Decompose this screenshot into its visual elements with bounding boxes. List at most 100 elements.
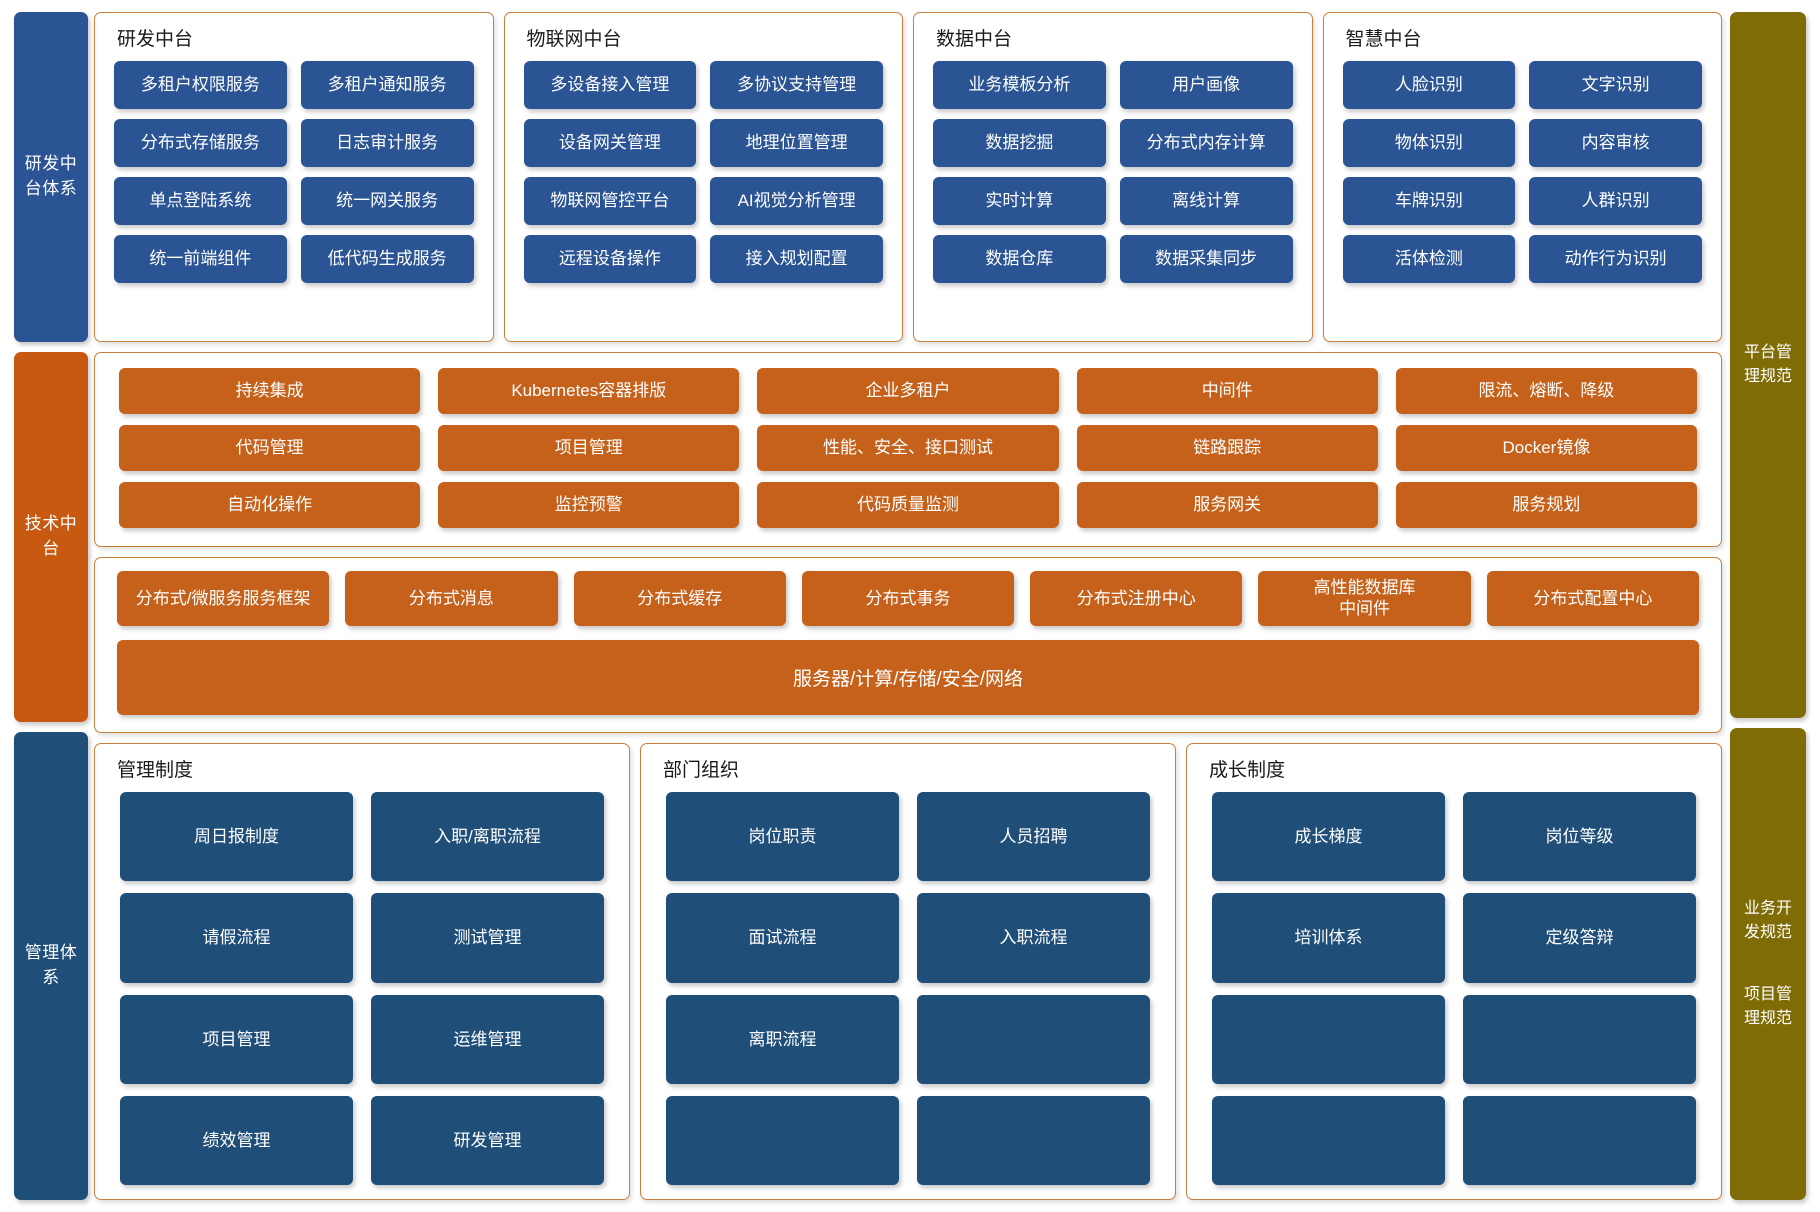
tile-tech-5[interactable]: 代码管理 bbox=[119, 425, 421, 471]
tile-tech-1[interactable]: Kubernetes容器排版 bbox=[438, 368, 740, 414]
tile-iot-5[interactable]: AI视觉分析管理 bbox=[710, 177, 883, 225]
tile-growth-4[interactable] bbox=[1212, 994, 1445, 1084]
tile-dist-4[interactable]: 分布式注册中心 bbox=[1030, 571, 1243, 626]
tile-growth-1[interactable]: 岗位等级 bbox=[1463, 792, 1696, 882]
tile-rd-2[interactable]: 分布式存储服务 bbox=[114, 119, 287, 167]
tile-rd-7[interactable]: 低代码生成服务 bbox=[300, 235, 474, 283]
right-rail: 平台管 理规范 业务开 发规范 项目管 理规范 bbox=[1724, 8, 1812, 1204]
rail-platform-management-spec[interactable]: 平台管 理规范 bbox=[1730, 12, 1806, 718]
tile-tech-9[interactable]: Docker镜像 bbox=[1395, 425, 1697, 471]
tile-growth-5[interactable] bbox=[1463, 994, 1696, 1084]
tile-dist-5[interactable]: 高性能数据库 中间件 bbox=[1258, 571, 1471, 626]
tile-tech-6[interactable]: 项目管理 bbox=[438, 425, 740, 471]
tile-dept-7[interactable] bbox=[917, 1095, 1150, 1185]
tile-iot-0[interactable]: 多设备接入管理 bbox=[523, 61, 697, 109]
tile-growth-3[interactable]: 定级答辩 bbox=[1463, 893, 1696, 983]
panel-department-org: 部门组织 岗位职责 人员招聘 面试流程 入职流程 离职流程 bbox=[640, 743, 1176, 1200]
tile-mgmt-6[interactable]: 绩效管理 bbox=[120, 1095, 353, 1185]
tile-dept-2[interactable]: 面试流程 bbox=[666, 893, 899, 983]
tile-rd-3[interactable]: 日志审计服务 bbox=[300, 119, 474, 167]
tile-iot-4[interactable]: 物联网管控平台 bbox=[523, 177, 697, 225]
distributed-grid: 分布式/微服务服务框架 分布式消息 分布式缓存 分布式事务 分布式注册中心 高性… bbox=[105, 571, 1711, 626]
tile-tech-0[interactable]: 持续集成 bbox=[119, 368, 421, 414]
tile-data-5[interactable]: 离线计算 bbox=[1119, 177, 1293, 225]
tile-ai-7[interactable]: 动作行为识别 bbox=[1529, 235, 1702, 283]
tile-ai-3[interactable]: 内容审核 bbox=[1529, 119, 1702, 167]
tile-tech-10[interactable]: 自动化操作 bbox=[119, 482, 421, 528]
tile-rd-0[interactable]: 多租户权限服务 bbox=[114, 61, 287, 109]
tile-growth-2[interactable]: 培训体系 bbox=[1212, 893, 1445, 983]
tile-mgmt-1[interactable]: 入职/离职流程 bbox=[371, 792, 604, 882]
tile-growth-7[interactable] bbox=[1463, 1095, 1696, 1185]
panel-department-org-grid: 岗位职责 人员招聘 面试流程 入职流程 离职流程 bbox=[652, 792, 1164, 1187]
tile-server-infrastructure[interactable]: 服务器/计算/存储/安全/网络 bbox=[117, 639, 1699, 715]
tile-mgmt-3[interactable]: 测试管理 bbox=[371, 893, 604, 983]
tile-data-3[interactable]: 分布式内存计算 bbox=[1119, 119, 1293, 167]
tile-tech-8[interactable]: 链路跟踪 bbox=[1076, 425, 1378, 471]
tile-mgmt-0[interactable]: 周日报制度 bbox=[120, 792, 353, 882]
rail-management-system[interactable]: 管理体 系 bbox=[14, 732, 88, 1200]
tile-iot-1[interactable]: 多协议支持管理 bbox=[710, 61, 883, 109]
tile-rd-1[interactable]: 多租户通知服务 bbox=[300, 61, 474, 109]
tile-data-6[interactable]: 数据仓库 bbox=[933, 235, 1106, 283]
tile-data-0[interactable]: 业务模板分析 bbox=[933, 61, 1106, 109]
tile-dept-6[interactable] bbox=[666, 1095, 899, 1185]
rail-tech-platform-label: 技术中 台 bbox=[24, 514, 78, 558]
tile-mgmt-7[interactable]: 研发管理 bbox=[371, 1095, 604, 1185]
tile-tech-2[interactable]: 企业多租户 bbox=[757, 368, 1059, 414]
panel-ai-platform-title: 智慧中台 bbox=[1345, 29, 1422, 50]
center-column: 研发中台 多租户权限服务 多租户通知服务 分布式存储服务 日志审计服务 单点登陆… bbox=[92, 8, 1724, 1204]
panel-management-rules-grid: 周日报制度 入职/离职流程 请假流程 测试管理 项目管理 运维管理 绩效管理 研… bbox=[106, 792, 618, 1187]
tile-data-2[interactable]: 数据挖掘 bbox=[933, 119, 1106, 167]
tile-ai-5[interactable]: 人群识别 bbox=[1529, 177, 1702, 225]
tile-ai-2[interactable]: 物体识别 bbox=[1342, 119, 1516, 167]
tile-ai-4[interactable]: 车牌识别 bbox=[1342, 177, 1516, 225]
tile-data-4[interactable]: 实时计算 bbox=[933, 177, 1106, 225]
tile-ai-0[interactable]: 人脸识别 bbox=[1342, 61, 1516, 109]
tile-dept-3[interactable]: 入职流程 bbox=[917, 893, 1150, 983]
tile-rd-6[interactable]: 统一前端组件 bbox=[114, 235, 287, 283]
tile-dist-6[interactable]: 分布式配置中心 bbox=[1486, 571, 1699, 626]
panel-rd-platform-title: 研发中台 bbox=[117, 29, 194, 50]
tile-dist-3[interactable]: 分布式事务 bbox=[801, 571, 1015, 626]
tile-tech-7[interactable]: 性能、安全、接口测试 bbox=[757, 425, 1059, 471]
tile-tech-4[interactable]: 限流、熔断、降级 bbox=[1395, 368, 1697, 414]
tile-iot-3[interactable]: 地理位置管理 bbox=[710, 119, 883, 167]
tile-mgmt-4[interactable]: 项目管理 bbox=[120, 994, 353, 1084]
rail-rd-system[interactable]: 研发中 台体系 bbox=[14, 12, 88, 342]
tile-dept-5[interactable] bbox=[917, 994, 1150, 1084]
tile-dist-1[interactable]: 分布式消息 bbox=[345, 571, 558, 626]
tile-data-1[interactable]: 用户画像 bbox=[1119, 61, 1293, 109]
panel-growth-rules: 成长制度 成长梯度 岗位等级 培训体系 定级答辩 bbox=[1186, 743, 1722, 1200]
tile-dist-2[interactable]: 分布式缓存 bbox=[573, 571, 786, 626]
tile-tech-3[interactable]: 中间件 bbox=[1076, 368, 1378, 414]
rail-dev-and-project-spec[interactable]: 业务开 发规范 项目管 理规范 bbox=[1730, 728, 1806, 1200]
rail-tech-platform[interactable]: 技术中 台 bbox=[14, 352, 88, 722]
tile-iot-6[interactable]: 远程设备操作 bbox=[523, 235, 697, 283]
tile-ai-1[interactable]: 文字识别 bbox=[1529, 61, 1702, 109]
tile-tech-14[interactable]: 服务规划 bbox=[1395, 482, 1697, 528]
tile-growth-0[interactable]: 成长梯度 bbox=[1212, 792, 1445, 882]
tile-ai-6[interactable]: 活体检测 bbox=[1342, 235, 1516, 283]
panel-department-org-title: 部门组织 bbox=[663, 760, 740, 781]
tile-dept-1[interactable]: 人员招聘 bbox=[917, 792, 1150, 882]
tile-iot-7[interactable]: 接入规划配置 bbox=[710, 235, 883, 283]
tile-iot-2[interactable]: 设备网关管理 bbox=[523, 119, 697, 167]
panel-data-platform: 数据中台 业务模板分析 用户画像 数据挖掘 分布式内存计算 实时计算 离线计算 … bbox=[913, 12, 1313, 342]
tile-mgmt-2[interactable]: 请假流程 bbox=[120, 893, 353, 983]
tile-dist-0[interactable]: 分布式/微服务服务框架 bbox=[117, 571, 330, 626]
tile-tech-12[interactable]: 代码质量监测 bbox=[757, 482, 1059, 528]
tile-tech-11[interactable]: 监控预警 bbox=[438, 482, 740, 528]
tile-data-7[interactable]: 数据采集同步 bbox=[1119, 235, 1293, 283]
tile-rd-5[interactable]: 统一网关服务 bbox=[300, 177, 474, 225]
panel-management-rules-title: 管理制度 bbox=[117, 760, 194, 781]
rail-business-dev-spec-label: 业务开 发规范 bbox=[1743, 900, 1792, 941]
tile-tech-13[interactable]: 服务网关 bbox=[1076, 482, 1378, 528]
tile-rd-4[interactable]: 单点登陆系统 bbox=[114, 177, 287, 225]
tile-mgmt-5[interactable]: 运维管理 bbox=[371, 994, 604, 1084]
tile-dept-0[interactable]: 岗位职责 bbox=[666, 792, 899, 882]
tile-dept-4[interactable]: 离职流程 bbox=[666, 994, 899, 1084]
panel-rd-platform-grid: 多租户权限服务 多租户通知服务 分布式存储服务 日志审计服务 单点登陆系统 统一… bbox=[106, 61, 482, 285]
tile-growth-6[interactable] bbox=[1212, 1095, 1445, 1185]
